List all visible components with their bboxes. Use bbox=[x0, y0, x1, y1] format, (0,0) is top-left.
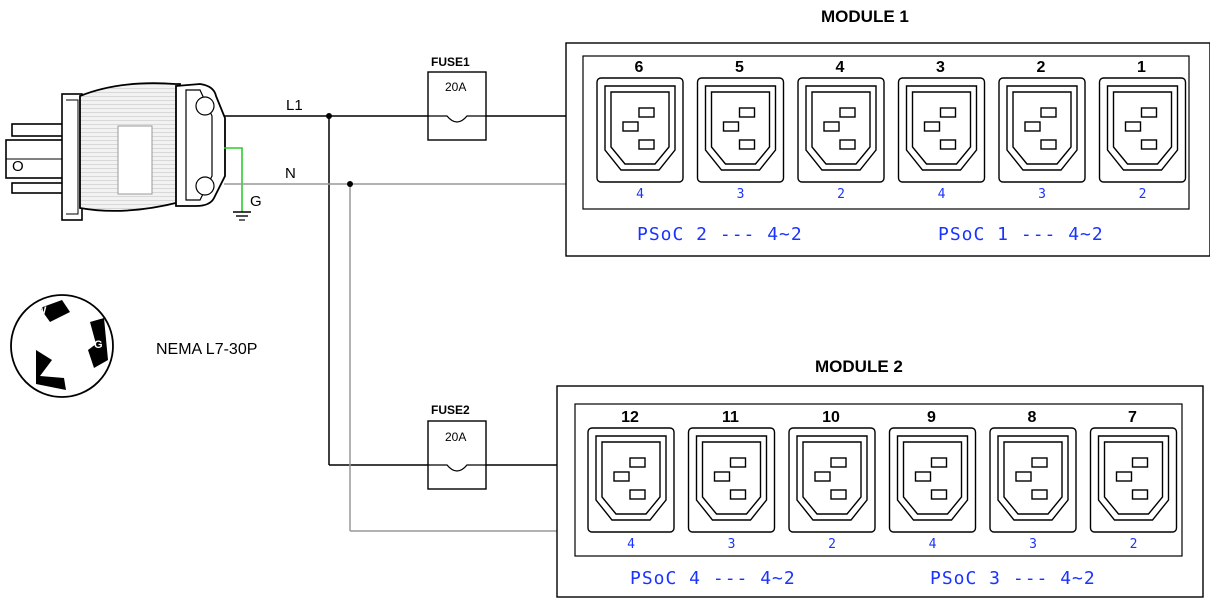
outlet-9: 94 bbox=[888, 409, 977, 552]
module-1-title: MODULE 1 bbox=[821, 7, 909, 26]
outlet-number: 10 bbox=[822, 409, 840, 426]
module-1-panel bbox=[582, 55, 1190, 210]
outlet-psoc-channel: 3 bbox=[1029, 537, 1037, 552]
module-2-psoc-left: PSoC 4 --- 4~2 bbox=[630, 568, 796, 589]
outlet-number: 8 bbox=[1028, 409, 1037, 426]
fuse-2-title: FUSE2 bbox=[431, 403, 470, 417]
fuse-1-title: FUSE1 bbox=[431, 55, 470, 69]
outlet-number: 2 bbox=[1037, 59, 1046, 76]
outlet-number: 9 bbox=[927, 409, 936, 426]
outlet-psoc-channel: 4 bbox=[636, 187, 644, 202]
outlet-number: 3 bbox=[936, 59, 945, 76]
neutral-wire bbox=[224, 181, 566, 532]
outlet-psoc-channel: 2 bbox=[1139, 187, 1147, 202]
outlet-6: 64 bbox=[596, 59, 684, 202]
outlet-psoc-channel: 4 bbox=[929, 537, 937, 552]
outlet-psoc-channel: 2 bbox=[1130, 537, 1138, 552]
wire-label-n: N bbox=[285, 165, 296, 182]
outlet-psoc-channel: 3 bbox=[1038, 187, 1046, 202]
outlet-psoc-channel: 4 bbox=[627, 537, 635, 552]
plug-side-view: O bbox=[5, 82, 226, 221]
outlet-number: 4 bbox=[836, 59, 845, 76]
wire-label-g: G bbox=[250, 193, 262, 210]
outlet-number: 11 bbox=[722, 409, 739, 426]
outlet-number: 1 bbox=[1137, 59, 1146, 76]
plug-type-label: NEMA L7-30P bbox=[156, 341, 257, 358]
fuse-1-rating: 20A bbox=[445, 80, 466, 94]
outlet-psoc-channel: 4 bbox=[938, 187, 946, 202]
outlet-4: 42 bbox=[797, 59, 885, 202]
outlet-5: 53 bbox=[696, 59, 785, 202]
outlet-psoc-channel: 3 bbox=[737, 187, 745, 202]
plug-pin-w-label: W bbox=[36, 305, 47, 317]
outlet-8: 83 bbox=[989, 409, 1077, 552]
ground-wire bbox=[224, 147, 251, 221]
outlet-number: 5 bbox=[735, 59, 744, 76]
outlet-psoc-channel: 2 bbox=[837, 187, 845, 202]
outlet-number: 6 bbox=[635, 59, 644, 76]
outlet-psoc-channel: 2 bbox=[828, 537, 836, 552]
outlet-psoc-channel: 3 bbox=[728, 537, 736, 552]
outlet-3: 34 bbox=[897, 59, 986, 202]
outlet-1: 12 bbox=[1098, 59, 1187, 202]
module-2-psoc-right: PSoC 3 --- 4~2 bbox=[930, 568, 1096, 589]
fuse-1: FUSE1 20A bbox=[427, 55, 487, 141]
module-2-panel bbox=[574, 403, 1183, 557]
fuse-2: FUSE2 20A bbox=[427, 403, 487, 490]
nema-plug-face: W G bbox=[10, 294, 114, 398]
line-wire-l1 bbox=[224, 113, 566, 466]
outlet-11: 11 3 bbox=[687, 409, 776, 552]
outlet-10: 10 2 bbox=[788, 409, 876, 552]
wire-label-l1: L1 bbox=[286, 97, 303, 114]
svg-text:O: O bbox=[12, 158, 24, 175]
module-1-psoc-left: PSoC 2 --- 4~2 bbox=[637, 224, 803, 245]
outlet-7: 72 bbox=[1089, 409, 1178, 552]
module-2-title: MODULE 2 bbox=[815, 357, 903, 376]
outlet-number: 7 bbox=[1128, 409, 1137, 426]
outlet-12: 12 4 bbox=[587, 409, 675, 552]
module-1-psoc-right: PSoC 1 --- 4~2 bbox=[938, 224, 1104, 245]
fuse-2-rating: 20A bbox=[445, 430, 466, 444]
plug-pin-g-label: G bbox=[94, 339, 103, 351]
outlet-2: 23 bbox=[998, 59, 1086, 202]
outlet-number: 12 bbox=[621, 409, 639, 426]
